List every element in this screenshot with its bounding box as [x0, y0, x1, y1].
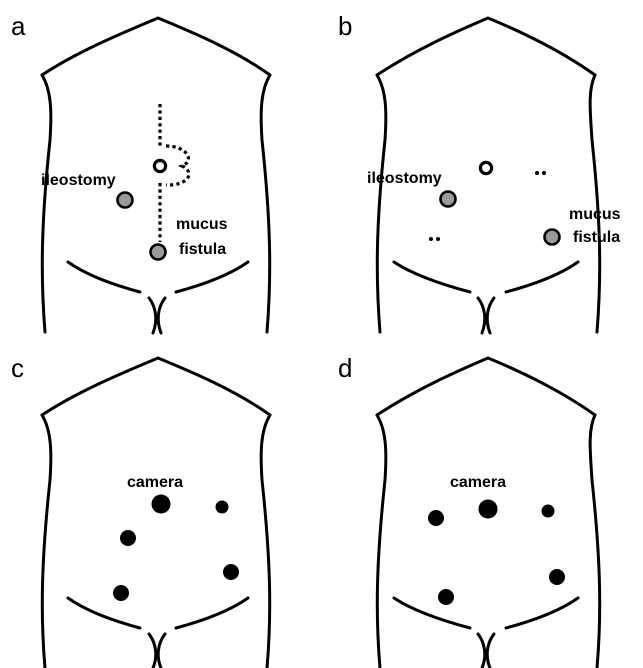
- fistula-label-b: fistula: [573, 229, 620, 246]
- camera-label-c: camera: [127, 474, 183, 491]
- ileostomy-label-a: ileostomy: [41, 172, 116, 189]
- port-mark-lower-left-2: [436, 237, 440, 241]
- port-mark-upper-right-2: [542, 171, 546, 175]
- mucus-fistula-stoma-a: [151, 245, 166, 260]
- port-left-d: [428, 510, 444, 526]
- ileostomy-stoma-b: [441, 192, 456, 207]
- torso-outline-c: [42, 358, 270, 668]
- fistula-label-a: fistula: [179, 241, 226, 258]
- panel-b: b ileostomy mucus fistula: [338, 11, 621, 333]
- ileostomy-label-b: ileostomy: [367, 170, 442, 187]
- port-mark-upper-right-1: [535, 171, 539, 175]
- port-lower-left-d: [438, 589, 454, 605]
- panel-letter-a: a: [11, 11, 26, 41]
- port-left-c: [120, 530, 136, 546]
- port-lower-left-c: [113, 585, 129, 601]
- port-upper-right-c: [216, 501, 229, 514]
- camera-port-c: [152, 495, 171, 514]
- umbilicus-ring-a: [154, 160, 165, 171]
- panel-a: a ileostomy mucus fistula: [11, 11, 270, 333]
- mucus-label-a: mucus: [176, 216, 228, 233]
- panel-letter-c: c: [11, 353, 24, 383]
- camera-port-d: [479, 500, 498, 519]
- port-upper-right-d: [542, 505, 555, 518]
- panel-letter-b: b: [338, 11, 352, 41]
- port-mark-lower-left-1: [429, 237, 433, 241]
- camera-label-d: camera: [450, 474, 506, 491]
- panel-letter-d: d: [338, 353, 352, 383]
- port-lower-right-d: [549, 569, 565, 585]
- ileostomy-stoma-a: [118, 193, 133, 208]
- mucus-label-b: mucus: [569, 206, 621, 223]
- panel-d: d camera: [338, 353, 600, 668]
- panel-c: c camera: [11, 353, 270, 668]
- mucus-fistula-stoma-b: [545, 230, 560, 245]
- port-lower-right-c: [223, 564, 239, 580]
- umbilical-incision-a: [166, 146, 189, 185]
- umbilicus-ring-b: [480, 162, 491, 173]
